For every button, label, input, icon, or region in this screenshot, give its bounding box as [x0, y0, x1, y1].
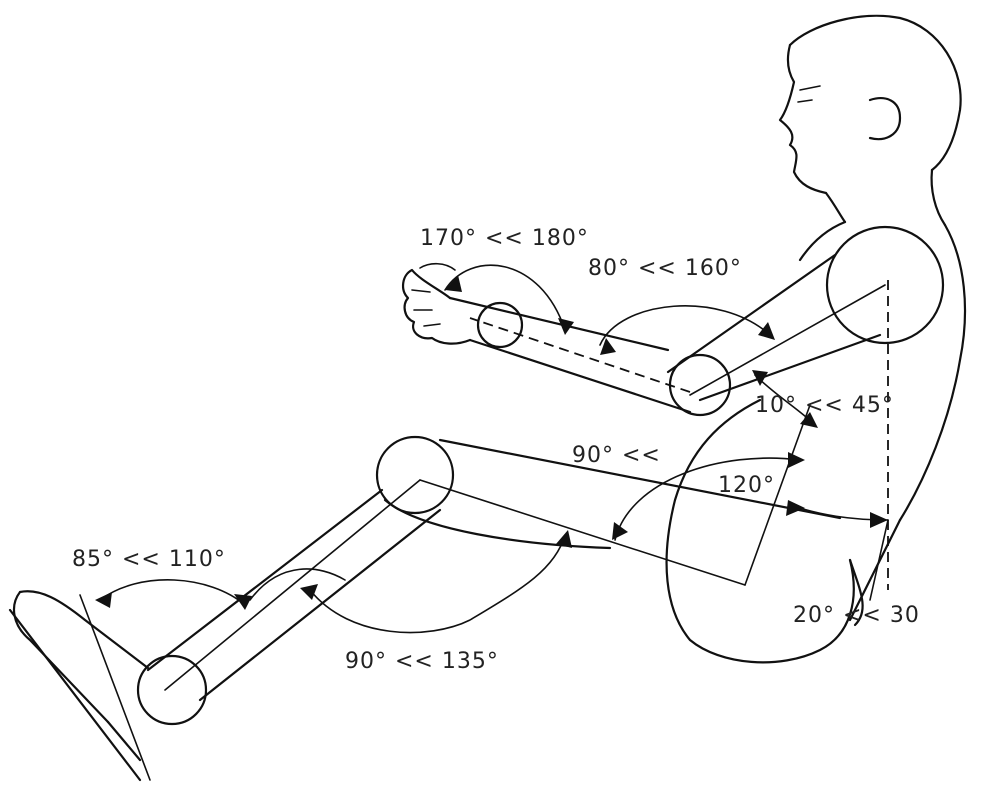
hip-arrow-left	[612, 522, 628, 540]
trunk-arrow	[870, 512, 888, 528]
shoulder-joint	[825, 225, 945, 345]
reference-lines	[869, 280, 889, 601]
knee-arrow-left	[300, 584, 318, 600]
arrowheads	[95, 275, 888, 610]
elbow-arrow-left	[600, 338, 616, 355]
ankle-arrow	[234, 594, 252, 610]
head	[778, 14, 962, 227]
knee-arc-outer	[309, 534, 566, 634]
pelvis	[665, 398, 864, 664]
elbow-joint	[668, 353, 732, 417]
ankle-angle-label: 85° << 110°	[72, 547, 226, 572]
foot	[8, 590, 151, 782]
hip-arc	[614, 457, 801, 541]
knee-joint	[375, 435, 455, 515]
forearm	[448, 296, 692, 414]
knee-arrow-right	[556, 530, 572, 548]
elbow-arc	[599, 305, 771, 346]
trunk-angle-label: 20° << 30	[793, 603, 920, 628]
shin	[146, 479, 442, 702]
angle-arcs	[99, 264, 889, 634]
ankle-joint	[136, 654, 208, 726]
hand	[402, 262, 472, 345]
shoulder-arrow	[752, 370, 768, 386]
knee-arc-inner	[249, 568, 346, 601]
torso	[798, 220, 967, 622]
wrist-joint	[476, 301, 524, 349]
shoulder-angle-label: 10° << 45°	[755, 393, 894, 418]
ankle-arc	[99, 579, 246, 606]
knee-angle-label: 90° << 135°	[345, 649, 499, 674]
wrist-angle-label: 170° << 180°	[420, 226, 589, 251]
elbow-angle-label: 80° << 160°	[588, 256, 742, 281]
wrist-arrow-left	[445, 275, 462, 292]
hip-arrow-right	[788, 452, 805, 468]
hip-angle-label-high: 120°	[718, 473, 775, 498]
hip-angle-label-low: 90° <<	[572, 443, 661, 468]
elbow-arrow-right	[758, 322, 775, 340]
